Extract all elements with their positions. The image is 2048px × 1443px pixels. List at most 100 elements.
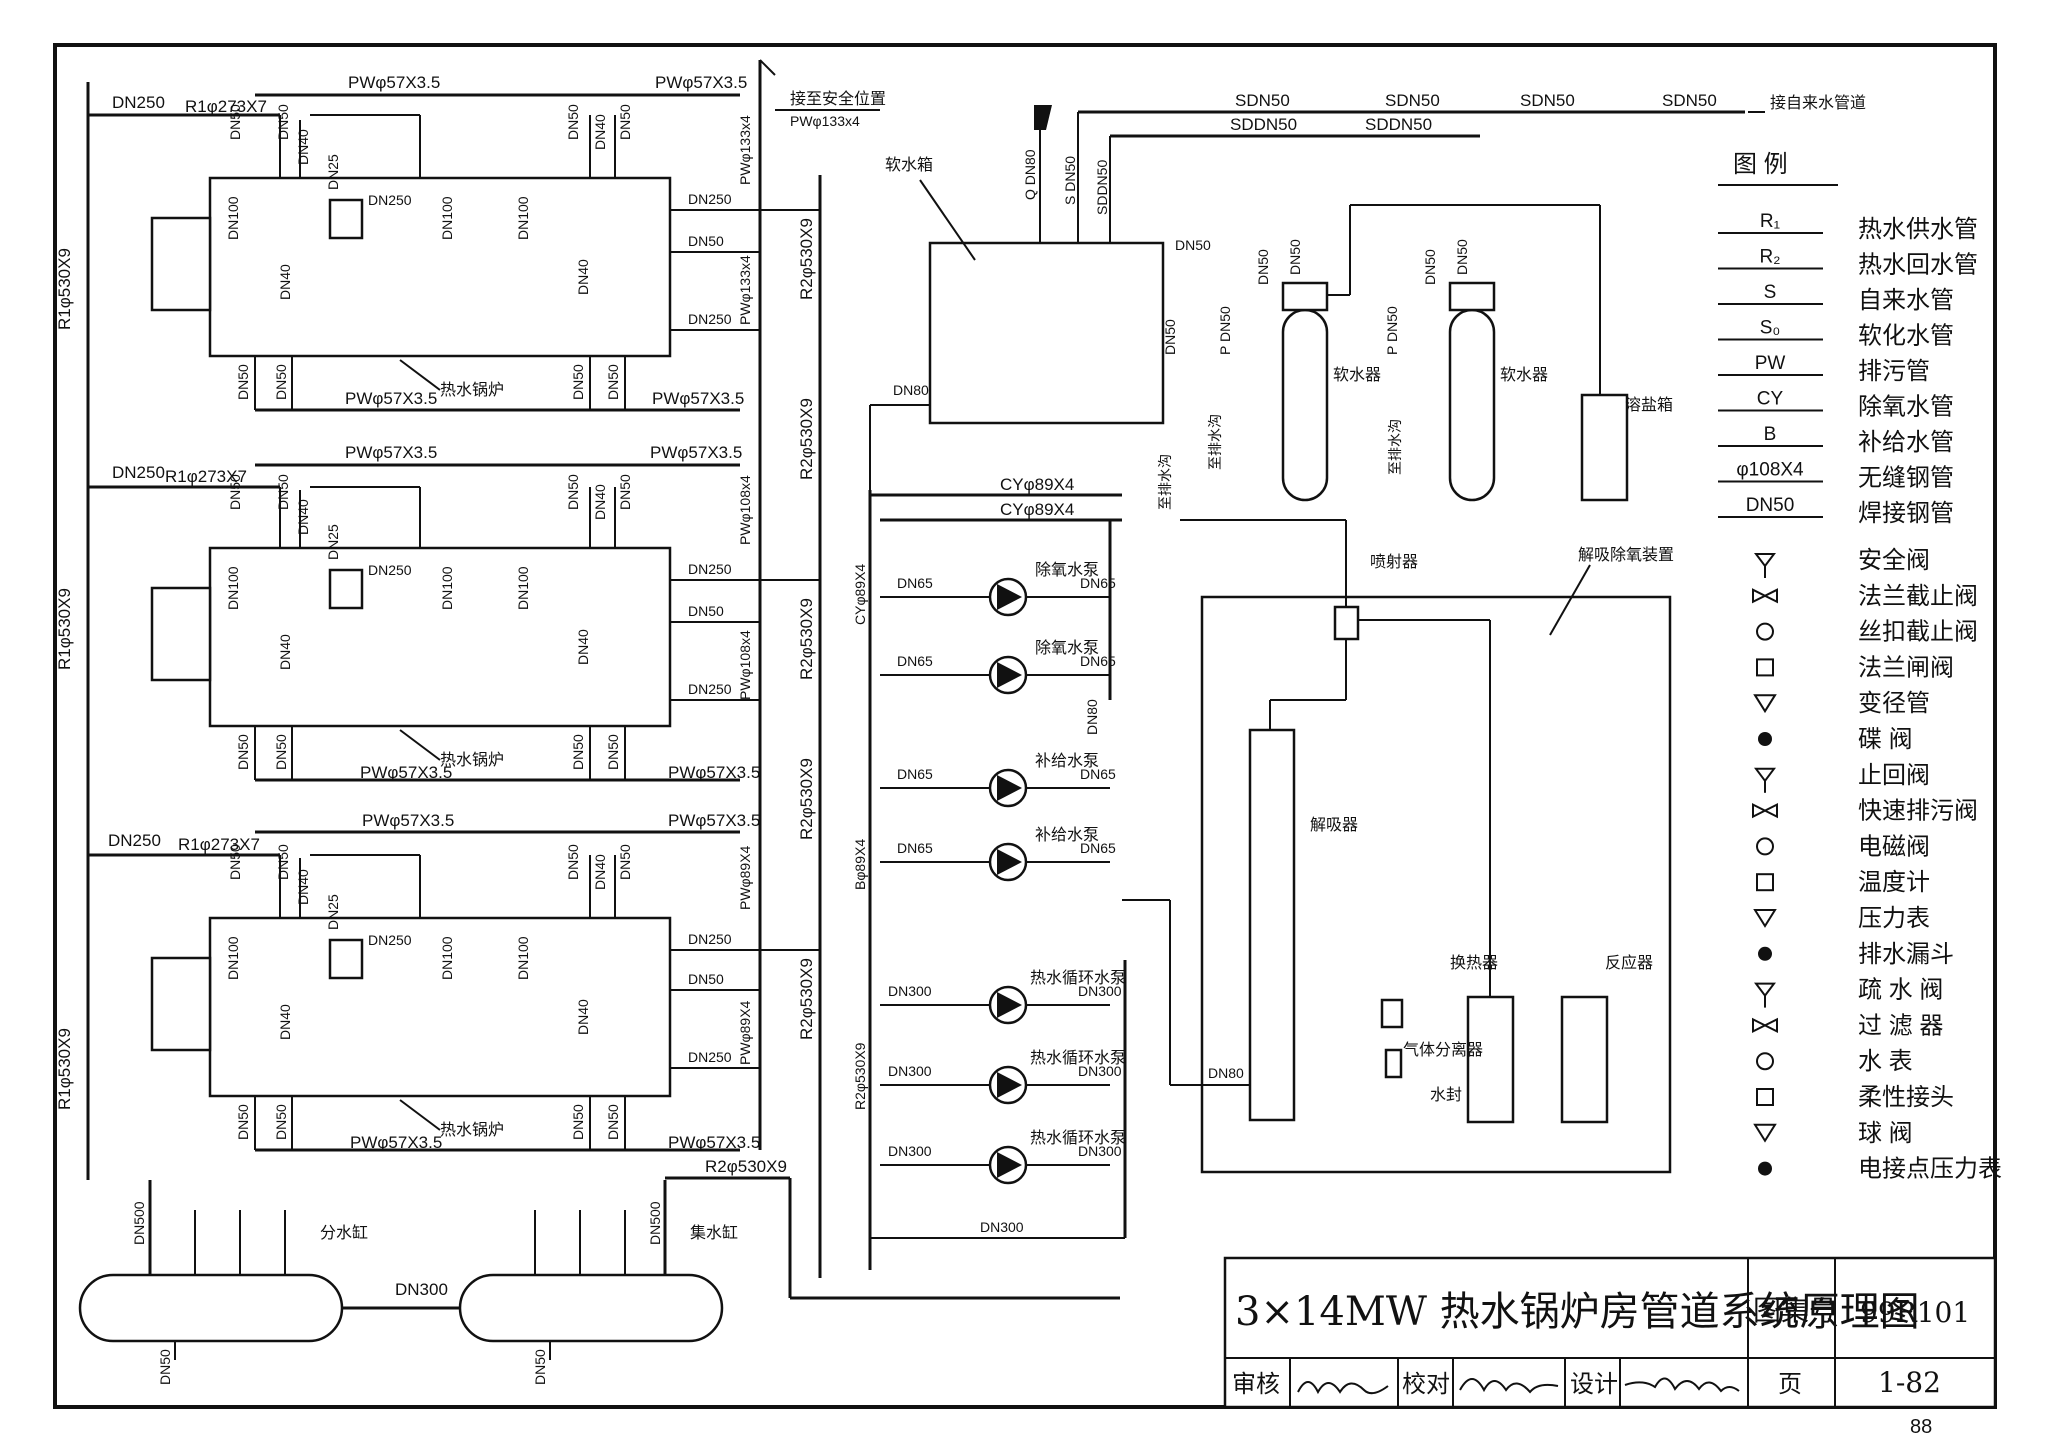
boiler-1-supply-dn: DN250 [112,93,165,112]
deaerated-pump-1-dn-in: DN65 [897,575,933,591]
boiler-2-top-dn-2: DN50 [275,474,291,510]
legend-line-code: PW [1755,353,1786,374]
title-block-frame [1223,1256,1997,1409]
heat-exchanger [1466,995,1515,1124]
legend-symbol-name: 安全阀 [1858,547,1930,574]
legend-title: 图 例 [1733,151,1788,178]
circ-pump-1: DN300 DN300 热水循环水泵 [880,969,1126,1025]
sdn50-label-4: SDN50 [1662,91,1717,110]
boiler-2-side-pw: PWφ108x4 [737,475,753,545]
cy-pipe-label-2: CYφ89X4 [1000,500,1074,519]
check-valve-icon [1754,767,1776,793]
legend-line-name: 排污管 [1858,358,1930,385]
softener-1-label: 软水器 [1333,366,1381,384]
boiler-1-inner-4: DN250 [368,192,412,208]
boiler-1-top-dn-4: DN50 [565,104,581,140]
boiler-3-top-dn-6: DN50 [617,844,633,880]
circ-pump-3-arrow [997,1152,1022,1178]
legend-symbol-row: 排水漏斗 [1758,941,1954,968]
boiler-3-bottom-pw-right: PWφ57X3.5 [668,1133,760,1152]
deaerated-pump-2-dn-out: DN65 [1080,653,1116,669]
legend-symbol-name: 碟 阀 [1858,726,1913,753]
boiler-1-top-dn-3: DN40 [295,129,311,165]
r2-bottom-label: R2φ530X9 [705,1157,787,1176]
boiler-2-top-pw-left: PWφ57X3.5 [345,443,437,462]
makeup-pump-2-dn-out: DN65 [1080,840,1116,856]
boiler-3-outlet-dn-3: DN250 [688,1049,732,1065]
softener-1-head [1281,281,1329,312]
boiler-2-inner-5: DN100 [439,566,455,610]
safety-valve-icon [1754,553,1776,578]
flexible-joint-icon [1756,1088,1774,1106]
sdn50-label-3: SDN50 [1520,91,1575,110]
boiler-3-inner-2: DN40 [277,1004,293,1040]
design-label: 设计 [1570,1370,1618,1398]
legend-line-code: B [1764,424,1777,445]
makeup-pump-1-dn-out: DN65 [1080,766,1116,782]
softener-2-trench: 至排水沟 [1387,419,1403,475]
legend-line-name: 软化水管 [1858,323,1954,350]
threaded-globe-valve-icon [1756,622,1774,641]
boiler-3-top-dn-1: DN50 [227,844,243,880]
softener-1-dn-b: DN50 [1287,239,1303,275]
circ-bypass-dn: DN300 [980,1219,1024,1235]
boiler-2-top-dn-3: DN40 [295,499,311,535]
boiler-2-air-separator [328,568,364,610]
circ-pump-2-dn-out: DN300 [1078,1063,1122,1079]
softener-2-p-dn50: P DN50 [1384,306,1400,355]
boiler-3-bottom-dn-3: DN50 [570,1104,586,1140]
boiler-1: DN250 R1φ273X7 PWφ57X3.5 PWφ57X3.5 DN50 … [88,59,886,412]
legend-line-name: 无缝钢管 [1858,465,1954,492]
sdn50-label-2: SDN50 [1385,91,1440,110]
boiler-3-outlet-dn-2: DN50 [688,971,724,987]
legend-line-code: CY [1757,389,1784,410]
steam-trap-icon [1754,982,1776,1008]
makeup-pump-1: DN65 DN65 补给水泵 [880,752,1116,808]
boiler-1-top-pw-right: PWφ57X3.5 [655,73,747,92]
legend-symbol-row: 法兰截止阀 [1752,583,1978,610]
page-value: 1-82 [1878,1366,1941,1399]
deaerated-pump-1-dn-out: DN65 [1080,575,1116,591]
design-signature [1624,1377,1740,1393]
legend-symbol-name: 排水漏斗 [1858,941,1954,968]
makeup-pump-2-dn-in: DN65 [897,840,933,856]
circ-pump-2: DN300 DN300 热水循环水泵 [880,1049,1126,1105]
boiler-3-bottom-dn-4: DN50 [605,1104,621,1140]
reactor-label: 反应器 [1605,953,1653,972]
water-treatment-section: SDN50 SDN50 SDN50 SDN50 接自来水管道 SDDN50 SD… [869,91,1866,510]
boiler-2-inner-4: DN250 [368,562,412,578]
softener-1-trench: 至排水沟 [1207,414,1223,470]
boiler-3-inner-6: DN100 [515,936,531,980]
review-label: 审核 [1232,1370,1280,1398]
gas-separator-label: 气体分离器 [1403,1041,1483,1059]
page-label: 页 [1778,1370,1802,1398]
r2-main-label-4: R2φ530X9 [797,758,816,840]
legend-symbol-row: 电接点压力表 [1758,1156,2002,1183]
legend-line-code: S₀ [1760,318,1781,339]
boiler-3-top-dn-5: DN40 [592,854,608,890]
from-city-label: 接自来水管道 [1770,94,1866,112]
legend-symbol-name: 疏 水 阀 [1858,977,1943,1004]
legend-symbol-name: 球 阀 [1858,1120,1913,1147]
boiler-2-bottom-dn-2: DN50 [273,734,289,770]
legend-line-code: R₁ [1760,211,1780,232]
boiler-3-top-pw-left: PWφ57X3.5 [362,811,454,830]
pressure-gauge-icon [1753,909,1777,928]
legend-line-row: φ108X4 无缝钢管 [1718,460,1954,492]
legend-symbol-row: 止回阀 [1754,762,1930,793]
legend-symbol-name: 电接点压力表 [1858,1156,2002,1183]
boiler-2-outlet-dn-3: DN250 [688,681,732,697]
r2-main-label-1: R2φ530X9 [797,218,816,300]
boiler-1-supply-pipe: R1φ273X7 [185,97,267,116]
deaerated-pump-2-arrow [997,662,1022,688]
boiler-3-supply-pipe: R1φ273X7 [178,835,260,854]
circ-pump-2-label: 热水循环水泵 [1030,1049,1126,1067]
boiler-2-outlet-dn-1: DN250 [688,561,732,577]
boiler-3-top-dn-3: DN40 [295,869,311,905]
boiler-1-note-leader [759,59,776,76]
legend-line-code: φ108X4 [1736,460,1804,481]
circ-pump-1-dn-in: DN300 [888,983,932,999]
boiler-2-bottom-dn-3: DN50 [570,734,586,770]
flanged-gate-valve-icon [1756,658,1774,677]
soft-water-tank-leader [919,179,976,261]
